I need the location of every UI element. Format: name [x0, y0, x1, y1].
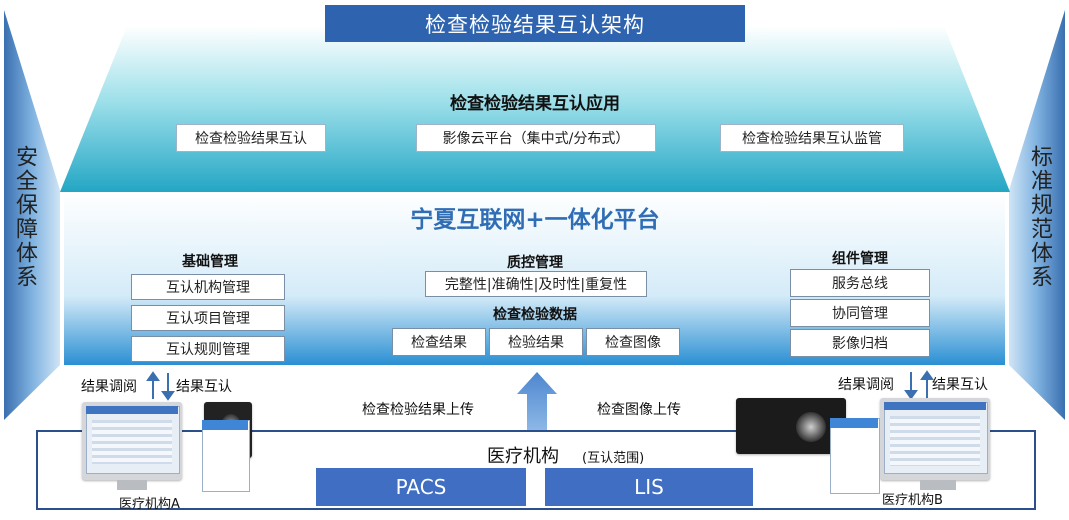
left-flow-arrows: [146, 371, 175, 401]
basic-mgmt-heading: 基础管理: [182, 254, 238, 270]
upload-results-label: 检查检验结果上传: [362, 402, 474, 418]
right-pillar-label: 标准规范体系: [1027, 145, 1052, 289]
institution-b-label: 医疗机构B: [882, 493, 943, 508]
upload-images-label: 检查图像上传: [597, 402, 681, 418]
right-mutual-label: 结果互认: [932, 377, 988, 393]
component-item-service-bus: 服务总线: [790, 269, 930, 297]
component-mgmt-heading: 组件管理: [832, 251, 888, 267]
basic-mgmt-item-institutions: 互认机构管理: [131, 274, 285, 300]
right-pillar-shape: [1009, 10, 1065, 420]
diagram-title: 检查检验结果互认架构: [325, 5, 745, 42]
right-read-label: 结果调阅: [838, 377, 894, 393]
data-item-lab-results: 检验结果: [489, 328, 583, 356]
basic-mgmt-item-projects: 互认项目管理: [131, 305, 285, 331]
institution-label: 医疗机构: [487, 446, 559, 467]
component-item-image-archive: 影像归档: [790, 329, 930, 357]
app-layer-heading: 检查检验结果互认应用: [450, 94, 620, 114]
left-pillar-shape: [4, 10, 60, 420]
component-item-collaboration: 协同管理: [790, 299, 930, 327]
qc-mgmt-criteria: 完整性|准确性|及时性|重复性: [425, 271, 647, 297]
lis-system-box: LIS: [545, 468, 753, 506]
data-item-exam-images: 检查图像: [586, 328, 680, 356]
app-item-supervision: 检查检验结果互认监管: [720, 124, 904, 152]
workstation-a-illustration: [82, 402, 252, 497]
institution-scope: (互认范围): [582, 451, 645, 466]
inspection-data-heading: 检查检验数据: [493, 307, 577, 323]
basic-mgmt-item-rules: 互认规则管理: [131, 336, 285, 362]
left-pillar-label: 安全保障体系: [12, 145, 37, 289]
left-mutual-label: 结果互认: [176, 379, 232, 395]
right-flow-arrows: [904, 370, 934, 400]
institution-frame: [36, 430, 1036, 510]
left-read-label: 结果调阅: [81, 379, 137, 395]
qc-mgmt-heading: 质控管理: [507, 255, 563, 271]
app-item-mutual-recognition: 检查检验结果互认: [176, 124, 326, 152]
workstation-b-illustration: [736, 396, 990, 496]
pacs-system-box: PACS: [316, 468, 526, 506]
platform-title: 宁夏互联网+一体化平台: [410, 207, 660, 233]
upload-arrow: [517, 372, 557, 430]
institution-a-label: 医疗机构A: [119, 497, 180, 512]
data-item-exam-results: 检查结果: [392, 328, 486, 356]
app-item-imaging-cloud: 影像云平台（集中式/分布式）: [416, 124, 656, 152]
